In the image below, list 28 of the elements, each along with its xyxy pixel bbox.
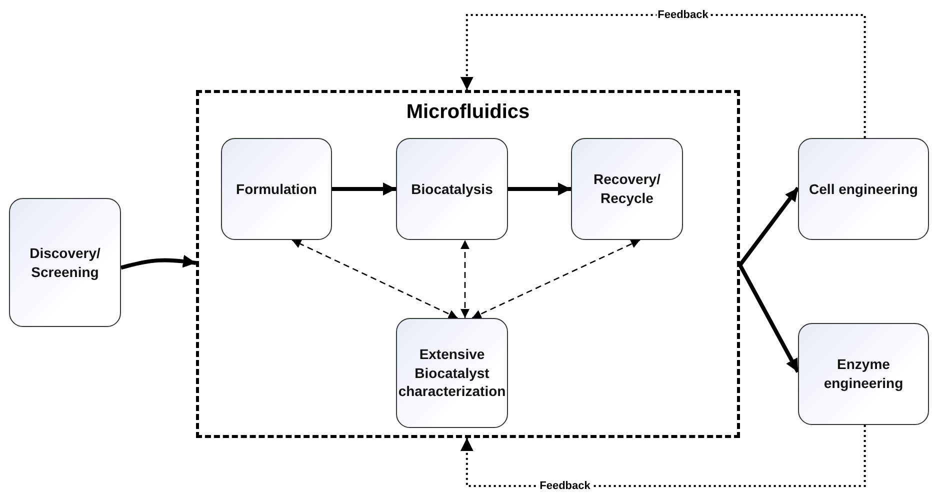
process-box (9, 198, 121, 327)
box-label: Biocatalysis (410, 180, 494, 198)
box-label: Recovery/ Recycle (592, 170, 662, 208)
box-label: Enzyme engineering (822, 355, 904, 393)
feedback-arrow (460, 425, 866, 487)
process-box (571, 138, 683, 240)
arrow (738, 186, 800, 266)
arrow (472, 239, 640, 319)
box-label: Extensive Biocatalyst characterization (397, 344, 507, 402)
process-box (396, 318, 508, 428)
arrow (738, 264, 800, 373)
arrow (508, 182, 571, 196)
box-label: Formulation (235, 180, 318, 198)
arrow (120, 254, 196, 270)
arrow (460, 240, 470, 318)
box-label: Cell engineering (808, 180, 919, 198)
feedback-arrow (460, 14, 866, 138)
arrow (332, 182, 396, 196)
arrow (292, 239, 458, 319)
process-box (396, 138, 508, 240)
process-box (221, 138, 332, 240)
edge-label: Feedback (656, 9, 710, 21)
group-title: Microfluidics (405, 101, 531, 124)
process-box (798, 323, 929, 425)
process-box (798, 138, 929, 240)
dashed-group-frame (196, 90, 740, 438)
box-label: Discovery/ Screening (28, 244, 102, 282)
edge-label: Feedback (538, 480, 592, 492)
